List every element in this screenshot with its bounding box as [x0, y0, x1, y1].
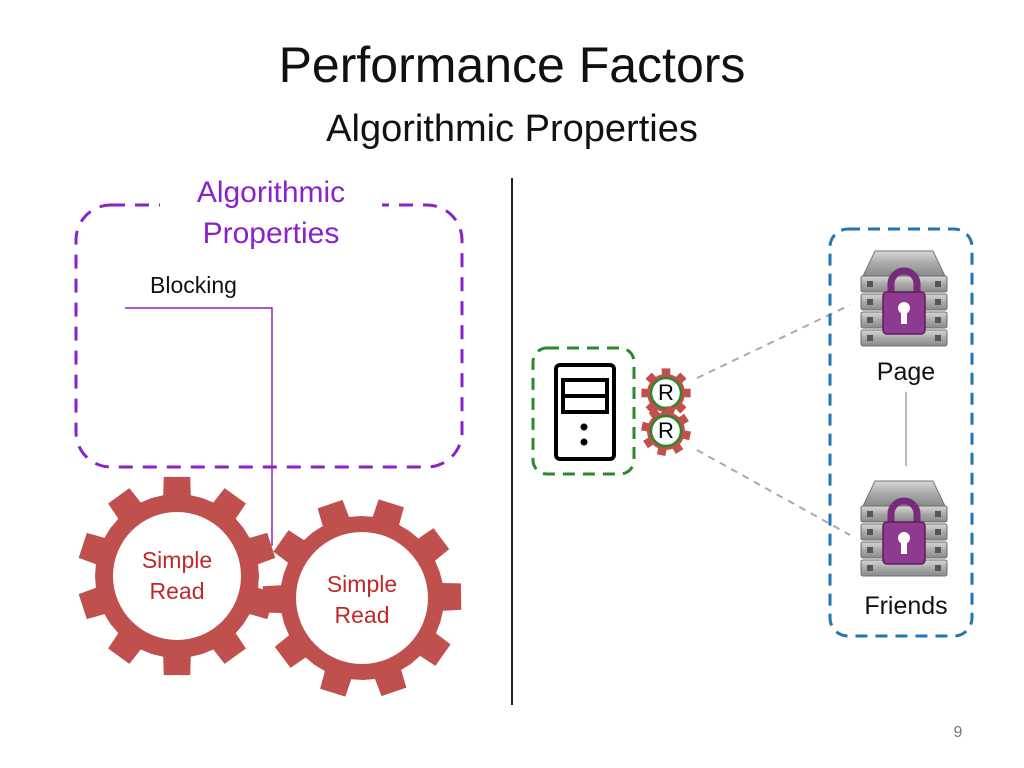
replica-label-1: R — [658, 380, 674, 405]
client-box — [531, 346, 636, 476]
gear-left — [78, 476, 276, 676]
replica-gear-1 — [641, 368, 691, 418]
gear-left-line2: Read — [149, 578, 205, 604]
gear-left-line1: Simple — [141, 547, 213, 573]
replica-gear-2 — [641, 406, 691, 456]
servers-box — [828, 227, 974, 638]
server-label-page: Page — [876, 358, 936, 386]
link-to-friends — [696, 449, 851, 536]
slide-subtitle: Algorithmic Properties — [326, 108, 698, 150]
algorithmic-properties-label: Algorithmic Properties — [160, 172, 382, 254]
gear-left-label: Simple Read — [127, 545, 227, 607]
slide-title: Performance Factors — [278, 37, 746, 93]
locked-server-icon — [860, 480, 948, 577]
algorithmic-label-line2: Properties — [202, 217, 340, 250]
link-to-page — [696, 304, 851, 379]
gear-right — [262, 499, 462, 697]
page-number: 9 — [953, 724, 963, 741]
blocking-connector — [125, 307, 273, 546]
server-tower-icon — [554, 363, 616, 461]
gear-right-label: Simple Read — [312, 569, 412, 631]
algorithmic-label-line1: Algorithmic — [196, 176, 346, 209]
server-label-friends: Friends — [864, 592, 948, 620]
replica-label-2: R — [658, 418, 674, 443]
locked-server-icon — [860, 250, 948, 347]
gear-right-line2: Read — [334, 602, 390, 628]
gear-right-line1: Simple — [326, 571, 398, 597]
blocking-label: Blocking — [150, 272, 237, 298]
